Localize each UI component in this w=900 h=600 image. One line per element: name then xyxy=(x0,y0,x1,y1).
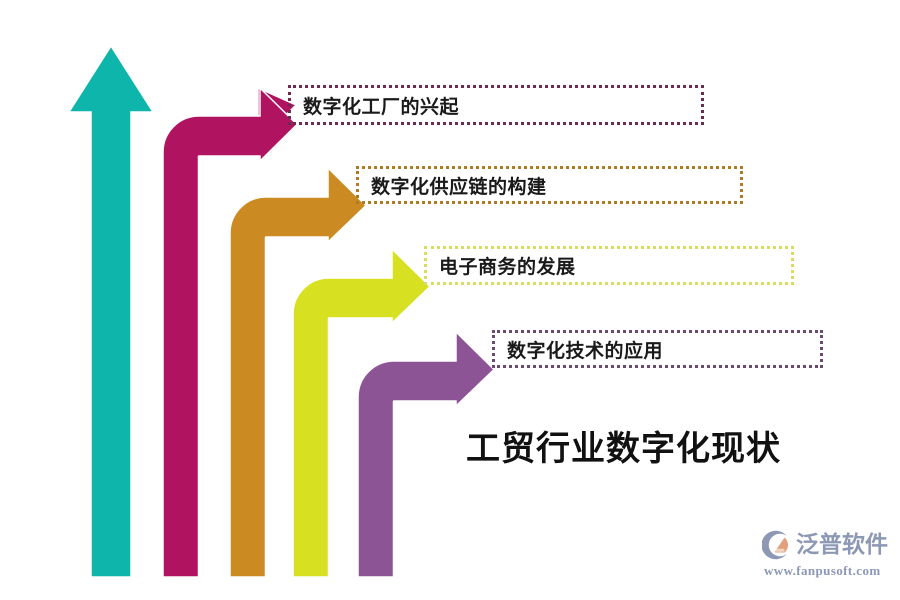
step-label-box-1: 数字化工厂的兴起 xyxy=(288,85,704,125)
watermark: 泛普软件 www.fanpusoft.com xyxy=(762,530,894,588)
watermark-brand-name: 泛普软件 xyxy=(796,531,888,558)
arrow-teal-straight-up xyxy=(67,44,155,578)
step-label-text-3: 电子商务的发展 xyxy=(439,256,576,278)
arrow-purple-bent xyxy=(357,330,496,578)
step-label-text-2: 数字化供应链的构建 xyxy=(371,175,547,198)
watermark-url: www.fanpusoft.com xyxy=(764,563,881,578)
arrow-lime-bent xyxy=(292,247,432,578)
step-label-text-1: 数字化工厂的兴起 xyxy=(303,95,460,118)
fanpu-logo-icon xyxy=(762,530,789,560)
step-label-box-2: 数字化供应链的构建 xyxy=(356,166,743,204)
step-label-box-3: 电子商务的发展 xyxy=(424,246,794,285)
arrow-magenta-bent-body xyxy=(162,86,299,578)
watermark-brand-row: 泛普软件 xyxy=(762,530,894,560)
step-label-text-4: 数字化技术的应用 xyxy=(507,339,664,362)
diagram-title: 工贸行业数字化现状 xyxy=(466,429,781,469)
step-label-box-4: 数字化技术的应用 xyxy=(492,330,823,368)
arrow-orange-bent xyxy=(229,166,368,578)
